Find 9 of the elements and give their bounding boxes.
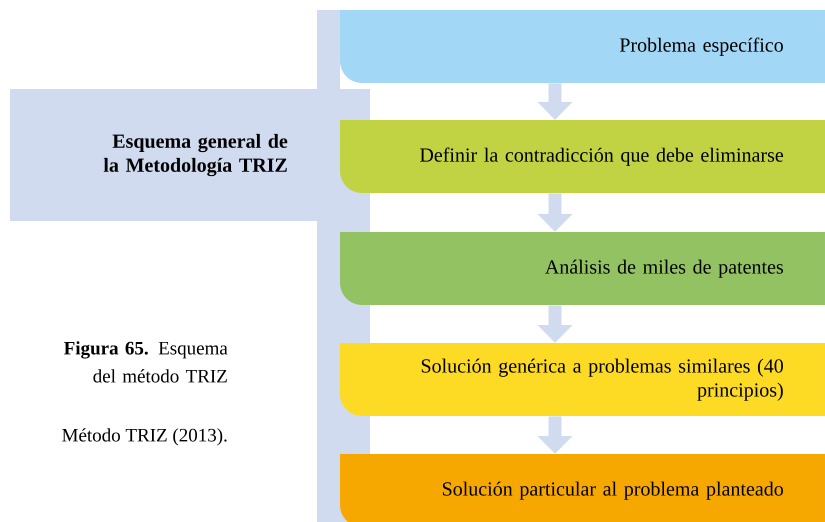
process-box: Problema específico: [340, 10, 825, 83]
source-note: Método TRIZ (2013).: [62, 428, 227, 446]
process-box: Solución particular al problema planteado: [340, 454, 825, 522]
process-box: Análisis de miles de patentes: [340, 232, 825, 305]
title-band: Esquema general de la Metodología TRIZ: [10, 89, 370, 221]
process-box: Definir la contradicción que debe eliminarse: [340, 120, 825, 193]
figure-caption: Figura 65. Esquema del método TRIZ: [64, 341, 228, 383]
node-label: Esquema general de la Metodología TRIZ: [104, 134, 288, 176]
process-box: Solución genérica a problemas similares (40 principios): [340, 343, 825, 416]
